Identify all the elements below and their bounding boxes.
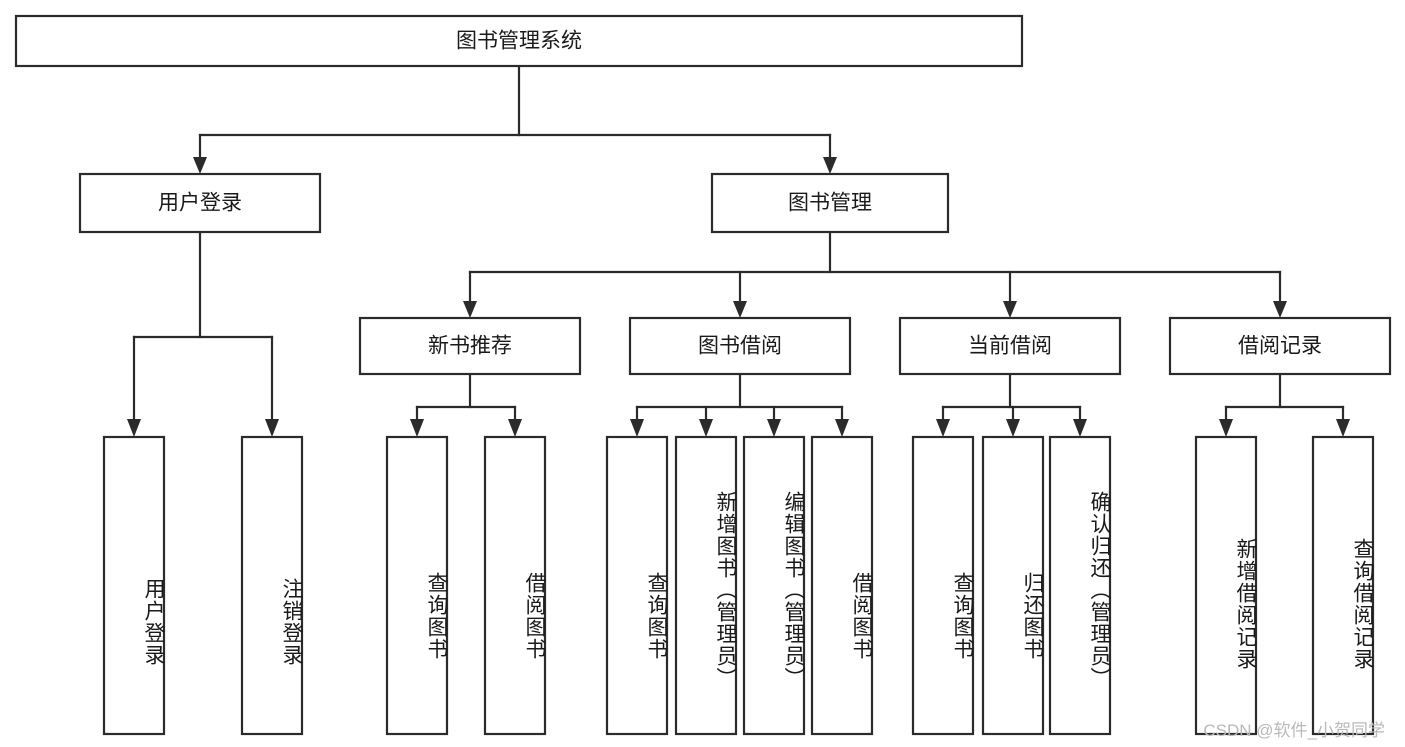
arrowhead-leaf-edit-book <box>767 419 781 437</box>
arrowhead-new-book-recommend <box>463 301 477 318</box>
node-leaf-edit-book-box[interactable] <box>742 435 806 736</box>
node-book-manage-label: 图书管理 <box>788 192 872 215</box>
node-borrow-record-label: 借阅记录 <box>1238 335 1322 358</box>
node-borrow-record-box[interactable] <box>1168 316 1392 376</box>
node-leaf-user-login-box[interactable] <box>102 435 166 736</box>
arrowhead-leaf-query-book-2 <box>630 419 644 437</box>
arrowhead-user-login <box>193 157 207 174</box>
node-user-login-label: 用户登录 <box>158 192 242 215</box>
node-root-box[interactable] <box>14 14 1024 68</box>
arrowhead-current-borrow <box>1003 301 1017 318</box>
arrowhead-leaf-user-logout <box>265 419 279 437</box>
node-leaf-add-record-box[interactable] <box>1194 435 1258 736</box>
node-leaf-borrow-book-2-box[interactable] <box>810 435 874 736</box>
node-user-login-box[interactable] <box>78 172 322 234</box>
arrowhead-leaf-add-record <box>1219 419 1233 437</box>
node-book-borrow-box[interactable] <box>628 316 852 376</box>
arrowhead-leaf-query-book-3 <box>936 419 950 437</box>
node-leaf-query-book-2-box[interactable] <box>605 435 669 736</box>
node-leaf-query-record-box[interactable] <box>1311 435 1375 736</box>
node-leaf-query-book-1-box[interactable] <box>385 435 449 736</box>
node-leaf-return-book-box[interactable] <box>981 435 1045 736</box>
arrowhead-leaf-query-book-1 <box>410 419 424 437</box>
node-new-book-recommend-box[interactable] <box>358 316 582 376</box>
arrowhead-leaf-return-book <box>1006 419 1020 437</box>
node-book-manage-box[interactable] <box>710 172 950 234</box>
node-current-borrow-label: 当前借阅 <box>968 335 1052 358</box>
node-book-borrow-label: 图书借阅 <box>698 335 782 358</box>
arrowhead-leaf-add-book <box>699 419 713 437</box>
node-root-label: 图书管理系统 <box>456 30 582 53</box>
arrowhead-leaf-confirm-return <box>1073 419 1087 437</box>
node-layer: 图书管理系统 用户登录 图书管理 新书推荐 图书借阅 当前借阅 借阅记录 <box>14 14 1392 736</box>
arrowhead-book-manage <box>823 157 837 174</box>
arrowhead-borrow-record <box>1273 301 1287 318</box>
node-leaf-add-book-box[interactable] <box>674 435 738 736</box>
arrowhead-leaf-user-login <box>127 419 141 437</box>
node-leaf-query-book-3-box[interactable] <box>911 435 975 736</box>
csdn-watermark: CSDN @软件_小贺同学 <box>1203 721 1385 740</box>
node-leaf-user-logout-box[interactable] <box>240 435 304 736</box>
node-current-borrow-box[interactable] <box>898 316 1122 376</box>
arrowhead-leaf-query-record <box>1336 419 1350 437</box>
arrowhead-leaf-borrow-book-2 <box>835 419 849 437</box>
node-leaf-borrow-book-1-box[interactable] <box>483 435 547 736</box>
arrowhead-book-borrow <box>733 301 747 318</box>
arrowhead-leaf-borrow-book-1 <box>508 419 522 437</box>
connector-layer <box>127 64 1350 437</box>
node-leaf-confirm-return-box[interactable] <box>1048 435 1112 736</box>
node-new-book-recommend-label: 新书推荐 <box>428 335 512 358</box>
